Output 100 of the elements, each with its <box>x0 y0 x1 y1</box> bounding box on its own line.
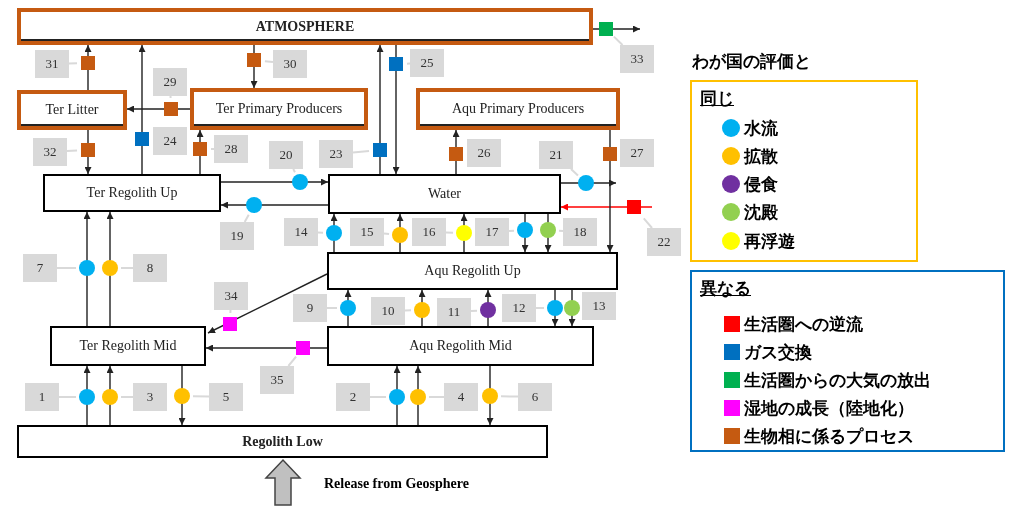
legend-label: 拡散 <box>744 146 778 166</box>
legend-heading: 異なる <box>700 277 751 300</box>
callout-number: 5 <box>209 383 243 411</box>
arrow <box>106 211 114 327</box>
arrow <box>551 289 559 327</box>
compartment-label: Water <box>427 186 462 202</box>
compartment-box <box>327 326 594 366</box>
compartment-label: Aqu Regolith Mid <box>409 338 512 354</box>
legend-label: 生活圏からの大気の放出 <box>744 370 931 390</box>
callout-number: 12 <box>502 294 536 322</box>
callout-number: 27 <box>620 139 654 167</box>
callout-number: 9 <box>293 294 327 322</box>
compartment-label: Regolith Low <box>242 433 323 450</box>
callout-number: 25 <box>410 49 444 77</box>
callout-number: 18 <box>563 218 597 246</box>
legend-label: 侵食 <box>744 174 778 194</box>
callout-number: 33 <box>620 45 654 73</box>
arrow <box>606 129 614 253</box>
legend-heading: 同じ <box>700 87 734 110</box>
arrow <box>376 44 384 175</box>
callout-number: 30 <box>273 50 307 78</box>
compartment-label: Ter Regolith Up <box>86 185 178 201</box>
arrow <box>560 203 653 211</box>
compartment-box <box>17 425 548 458</box>
arrow <box>344 289 352 327</box>
arrow <box>484 289 492 327</box>
compartment-label: Ter Regolith Mid <box>79 338 177 354</box>
arrow <box>544 213 552 253</box>
compartment-box <box>328 174 561 214</box>
arrow <box>84 44 92 91</box>
arrow <box>178 365 186 426</box>
arrow <box>126 105 191 113</box>
arrow <box>250 44 258 89</box>
arrow <box>196 129 204 175</box>
callout-number: 35 <box>260 366 294 394</box>
legend-label: 再浮遊 <box>744 231 795 251</box>
callout-number: 34 <box>214 282 248 310</box>
callout-number: 15 <box>350 218 384 246</box>
arrow <box>486 365 494 426</box>
arrow <box>138 44 146 175</box>
legend-label: 生活圏への逆流 <box>744 314 863 334</box>
source-label: Release from Geosphere <box>324 476 469 492</box>
compartment-label: Ter Primary Producers <box>215 101 343 117</box>
callout-number: 6 <box>518 383 552 411</box>
block-arrow <box>264 458 302 506</box>
legend-label: ガス交換 <box>744 342 812 362</box>
legend-label: 湿地の成長（陸地化） <box>744 398 914 418</box>
arrow <box>83 211 91 327</box>
legend-label: 生物相に係るプロセス <box>744 426 914 446</box>
compartment-box <box>17 8 593 45</box>
arrow <box>592 25 641 33</box>
arrow <box>560 179 617 187</box>
arrow <box>521 213 529 253</box>
legend-label: 水流 <box>744 118 778 138</box>
callout-number: 1 <box>25 383 59 411</box>
compartment-box <box>43 174 221 212</box>
callout-number: 14 <box>284 218 318 246</box>
callout-number: 28 <box>214 135 248 163</box>
callout-number: 7 <box>23 254 57 282</box>
legend-label: 沈殿 <box>744 202 778 222</box>
arrow <box>207 273 328 334</box>
callout-number: 10 <box>371 297 405 325</box>
callout-number: 19 <box>220 222 254 250</box>
arrow <box>83 365 91 426</box>
arrow <box>418 289 426 327</box>
arrow <box>220 178 329 186</box>
callout-number: 8 <box>133 254 167 282</box>
callout-number: 20 <box>269 141 303 169</box>
compartment-label: ATMOSPHERE <box>255 18 355 35</box>
callout-number: 21 <box>539 141 573 169</box>
callout-number: 29 <box>153 68 187 96</box>
compartment-box <box>50 326 206 366</box>
callout-number: 11 <box>437 298 471 326</box>
arrow <box>414 365 422 426</box>
callout-number: 32 <box>33 138 67 166</box>
callout-number: 31 <box>35 50 69 78</box>
callout-number: 17 <box>475 218 509 246</box>
arrow <box>220 201 329 209</box>
callout-number: 3 <box>133 383 167 411</box>
arrow <box>106 365 114 426</box>
arrow <box>452 129 460 175</box>
callout-number: 26 <box>467 139 501 167</box>
arrow <box>568 289 576 327</box>
callout-number: 13 <box>582 292 616 320</box>
compartment-box <box>327 252 618 290</box>
compartment-label: Aqu Primary Producers <box>451 101 585 117</box>
arrow <box>396 213 404 253</box>
callout-number: 2 <box>336 383 370 411</box>
arrow <box>205 344 328 352</box>
compartment-box <box>17 90 127 130</box>
callout-number: 4 <box>444 383 478 411</box>
compartment-label: Ter Litter <box>45 102 99 118</box>
compartment-box <box>416 88 620 130</box>
compartment-label: Aqu Regolith Up <box>424 263 521 279</box>
legend-title: わが国の評価と <box>692 50 811 73</box>
callout-number: 16 <box>412 218 446 246</box>
arrow <box>393 365 401 426</box>
arrow <box>84 129 92 175</box>
callout-number: 22 <box>647 228 681 256</box>
compartment-box <box>190 88 368 130</box>
